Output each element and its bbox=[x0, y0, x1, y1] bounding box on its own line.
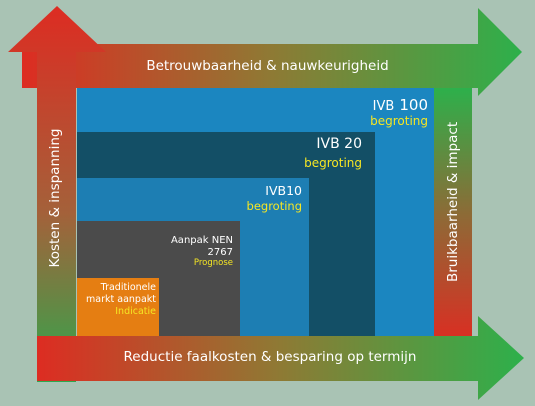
left-arrow bbox=[8, 6, 106, 382]
nen-title-line2: 2767 bbox=[207, 247, 233, 258]
nen-title-line1: Aanpak NEN bbox=[170, 235, 233, 246]
traditional-title-line1: Traditionele bbox=[100, 282, 156, 293]
right-arrow-label: Bruikbaarheid & impact bbox=[445, 121, 461, 282]
bottom-arrow-label: Reductie faalkosten & besparing op termi… bbox=[123, 349, 417, 365]
ivb10-title: IVB10 bbox=[265, 183, 302, 198]
nen-sub: Prognose bbox=[193, 258, 233, 268]
bottom-arrow bbox=[37, 316, 524, 400]
traditional-sub: Indicatie bbox=[115, 306, 156, 317]
ivb20-sub: begroting bbox=[304, 156, 362, 170]
ivb100-name: IVB bbox=[372, 99, 395, 114]
ivb100-number: 100 bbox=[399, 96, 428, 114]
ivb100-sub: begroting bbox=[370, 114, 428, 128]
right-bar bbox=[433, 88, 472, 344]
ivb100-title: IVB 100 bbox=[373, 96, 428, 114]
top-arrow-label: Betrouwbaarheid & nauwkeurigheid bbox=[146, 58, 389, 74]
left-arrow-label: Kosten & inspanning bbox=[47, 128, 63, 268]
level-traditional-box bbox=[77, 278, 159, 336]
ivb20-title: IVB 20 bbox=[316, 136, 362, 152]
top-arrow bbox=[22, 8, 522, 96]
traditional-title-line2: markt aanpakt bbox=[86, 294, 156, 305]
ivb10-sub: begroting bbox=[246, 199, 302, 213]
